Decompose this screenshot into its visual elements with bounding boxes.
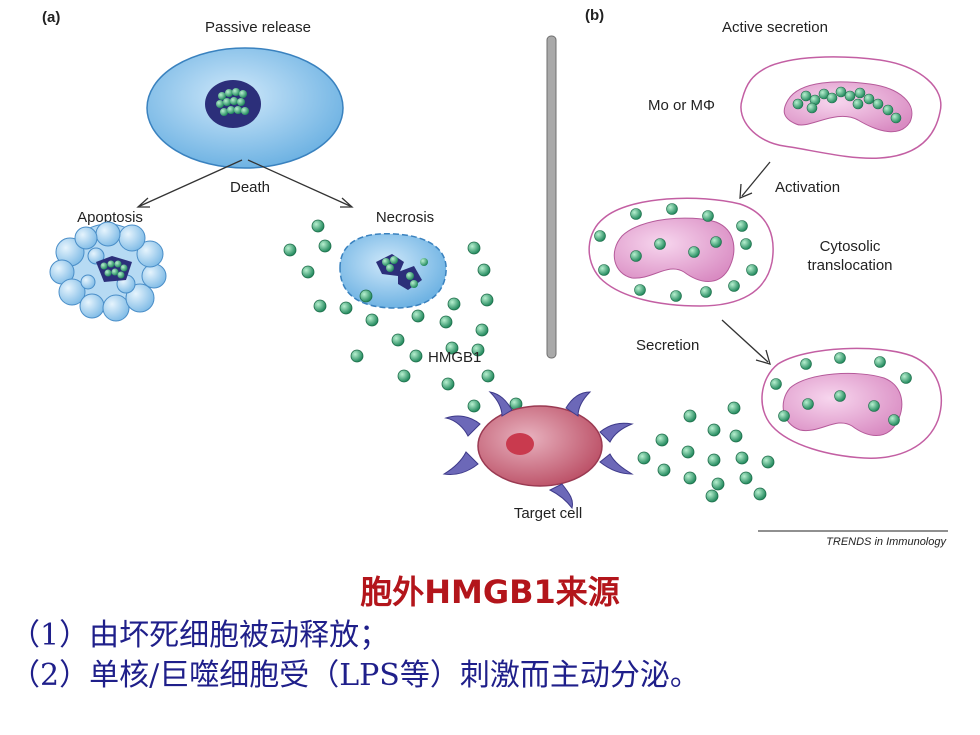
secreted-hmgb1-right — [637, 401, 775, 503]
secretion-arrow — [721, 319, 771, 365]
journal-credit: TRENDS in Immunology — [826, 536, 947, 548]
activation-label: Activation — [775, 179, 840, 196]
caption-line-1: （1）由坏死细胞被动释放； — [10, 618, 390, 653]
hmgb1-source-diagram: (a) Passive release Death Apoptosis Necr… — [42, 7, 948, 548]
passive-release-label: Passive release — [205, 19, 311, 36]
cytosolic-label-1: Cytosolic — [820, 238, 881, 255]
necrotic-cell — [339, 232, 447, 309]
panel-divider — [546, 35, 557, 359]
hmgb1-chromatin — [216, 88, 249, 116]
released-hmgb1-left — [283, 219, 523, 413]
hmgb1-label: HMGB1 — [428, 349, 481, 366]
caption-line-2: （2）单核/巨噬细胞受（LPS等）刺激而主动分泌。 — [10, 658, 700, 693]
activation-arrow — [739, 161, 771, 200]
necrosis-label: Necrosis — [376, 209, 434, 226]
apoptosis-label: Apoptosis — [77, 209, 143, 226]
active-secretion-label: Active secretion — [722, 19, 828, 36]
death-arrows — [136, 159, 354, 208]
panel-a-label: (a) — [42, 9, 60, 26]
receptors — [442, 391, 634, 510]
caption: 胞外HMGB1来源 （1）由坏死细胞被动释放； （2）单核/巨噬细胞受（LPS等… — [0, 572, 980, 696]
resting-macrophage — [740, 56, 942, 160]
activated-macrophage — [588, 197, 774, 307]
secreting-macrophage — [761, 347, 942, 459]
caption-title: 胞外HMGB1来源 — [360, 573, 620, 611]
secretion-label: Secretion — [636, 337, 699, 354]
target-cell-label: Target cell — [514, 505, 582, 522]
death-label: Death — [230, 179, 270, 196]
cytosolic-label-2: translocation — [807, 257, 892, 274]
intact-cell — [146, 47, 344, 169]
panel-b-label: (b) — [585, 7, 604, 24]
apoptotic-cell — [49, 221, 167, 322]
target-cell — [442, 391, 634, 510]
mo-mphi-label: Mo or MΦ — [648, 97, 715, 114]
